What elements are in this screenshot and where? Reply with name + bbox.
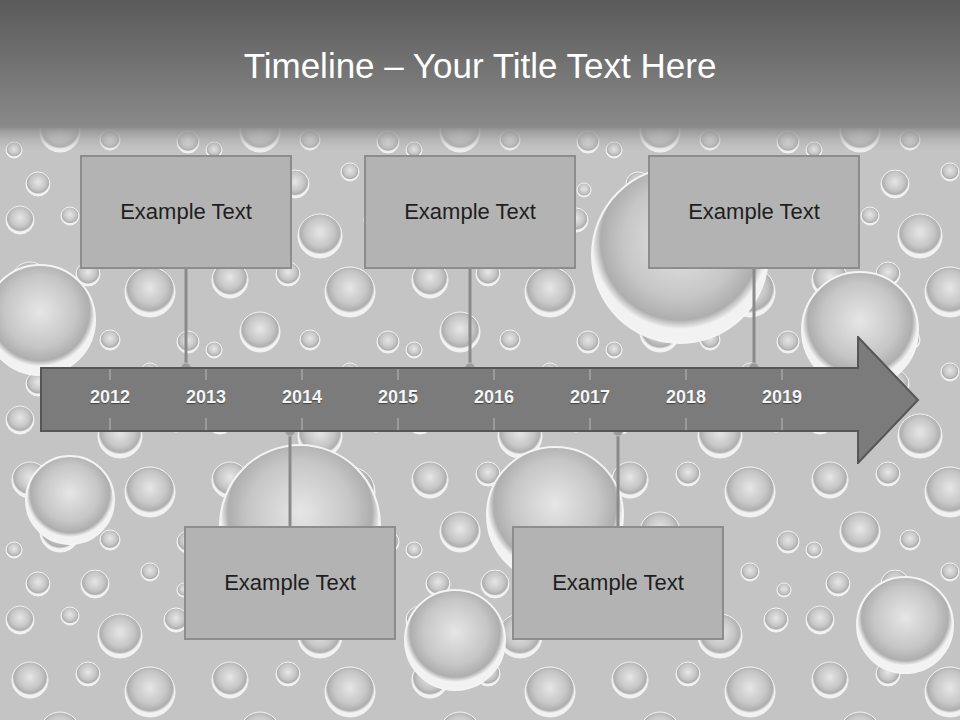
year-label: 2014 [282,386,322,408]
year-label: 2018 [666,386,706,408]
text-box: Example Text [648,155,860,269]
leader-line [749,269,759,373]
leader-line [613,426,623,526]
text-box: Example Text [184,526,396,640]
text-box: Example Text [364,155,576,269]
year-label: 2016 [474,386,514,408]
timeline-arrow: 2012 2013 2014 2015 2016 2017 2018 2019 [40,336,920,464]
year-label: 2017 [570,386,610,408]
leader-line [181,269,191,373]
year-label: 2013 [186,386,226,408]
year-label: 2015 [378,386,418,408]
leader-line [285,426,295,526]
box-text: Example Text [682,199,826,225]
box-text: Example Text [546,570,690,596]
box-text: Example Text [114,199,258,225]
box-text: Example Text [398,199,542,225]
text-box: Example Text [512,526,724,640]
year-label: 2019 [762,386,802,408]
year-label: 2012 [90,386,130,408]
slide-title: Timeline – Your Title Text Here [0,44,960,88]
text-box: Example Text [80,155,292,269]
box-text: Example Text [218,570,362,596]
leader-line [465,269,475,373]
